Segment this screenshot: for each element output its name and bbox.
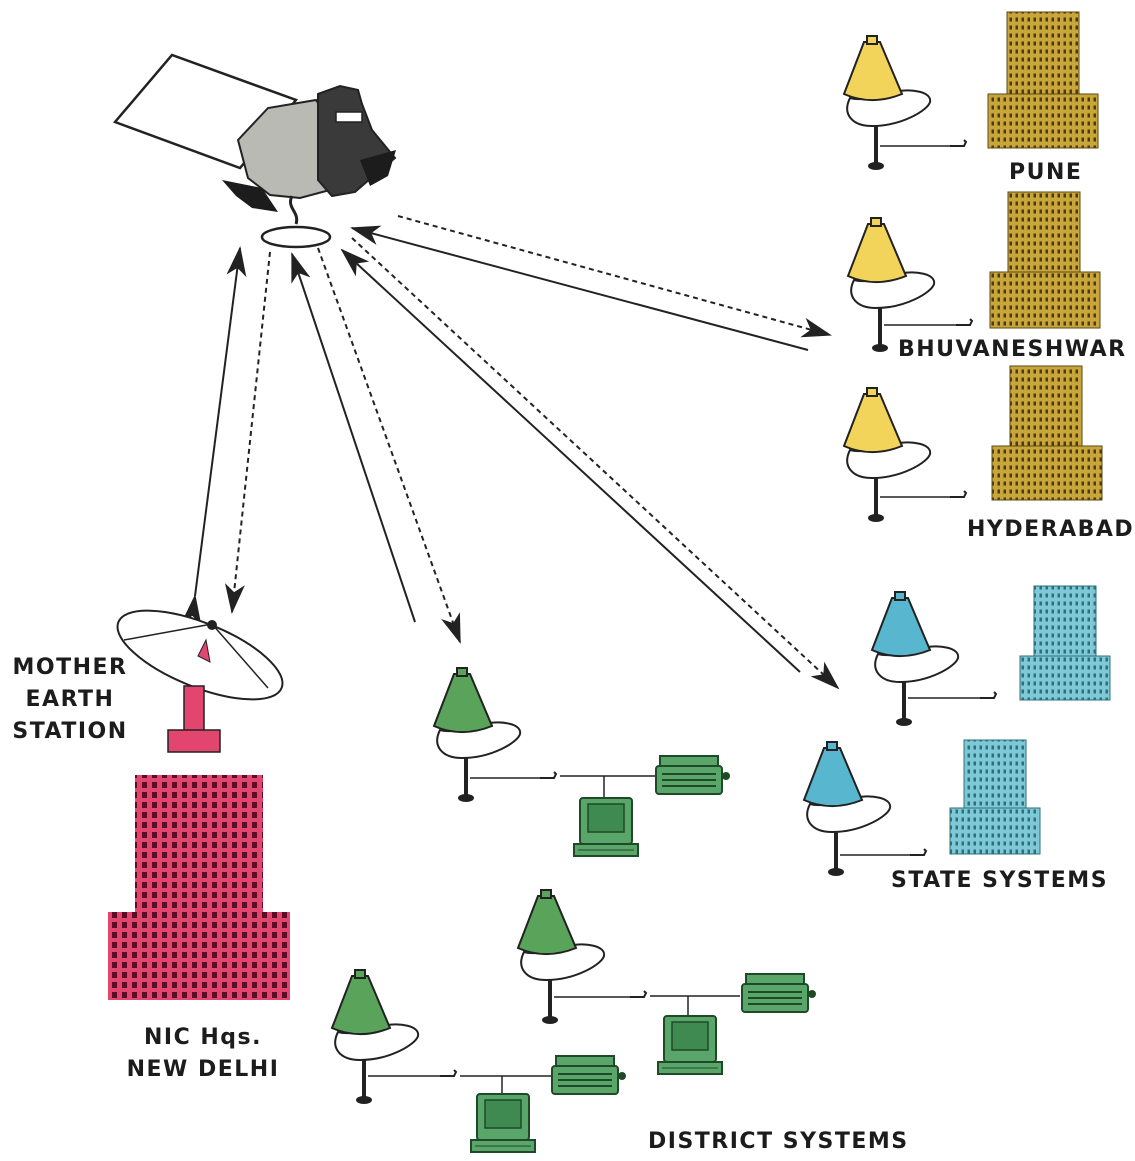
- printer-icon: [551, 1055, 627, 1095]
- mother-earth-station: [116, 609, 284, 753]
- satellite-dish-icon: [802, 740, 893, 878]
- link-regional: [350, 215, 832, 351]
- district-system-2: [516, 888, 817, 1075]
- label-nic-headquarters: NIC Hqs. NEW DELHI: [126, 1025, 280, 1082]
- satellite-dish-icon: [870, 590, 961, 728]
- label-pune: PUNE: [1009, 160, 1083, 185]
- satellite-dish-icon: [846, 216, 937, 354]
- regional-center-bhuvaneshwar: [846, 191, 1101, 354]
- satellite-dish-icon: [842, 34, 933, 172]
- satellite-icon: [112, 53, 397, 249]
- satellite-dish-icon: [432, 666, 523, 804]
- computer-terminal-icon: [470, 1093, 536, 1153]
- label-district-systems: DISTRICT SYSTEMS: [648, 1129, 909, 1154]
- label-hyderabad: HYDERABAD: [967, 517, 1135, 542]
- building-icon: [989, 191, 1101, 329]
- building-icon: [991, 365, 1103, 501]
- computer-terminal-icon: [573, 797, 639, 857]
- label-state-systems: STATE SYSTEMS: [891, 868, 1109, 893]
- link-district: [291, 247, 461, 644]
- computer-terminal-icon: [657, 1015, 723, 1075]
- nic-headquarters-building: [108, 775, 290, 1000]
- regional-center-hyderabad: [842, 365, 1103, 524]
- satellite-dish-icon: [516, 888, 607, 1026]
- label-mother-earth-station: MOTHER EARTH STATION: [12, 655, 128, 744]
- building-icon: [949, 739, 1041, 855]
- regional-center-pune: [842, 11, 1099, 172]
- district-system-1: [432, 666, 731, 857]
- label-bhuvaneshwar: BHUVANESHWAR: [898, 337, 1127, 362]
- satellite-dish-icon: [330, 968, 421, 1106]
- link-state: [340, 237, 840, 690]
- state-system-1: [870, 585, 1111, 728]
- printer-icon: [655, 755, 731, 795]
- district-system-3: [330, 968, 627, 1153]
- link-headquarters: [181, 246, 271, 626]
- state-system-2: [802, 739, 1041, 878]
- building-icon: [1019, 585, 1111, 701]
- building-icon: [987, 11, 1099, 149]
- satellite-dish-icon: [842, 386, 933, 524]
- printer-icon: [741, 973, 817, 1013]
